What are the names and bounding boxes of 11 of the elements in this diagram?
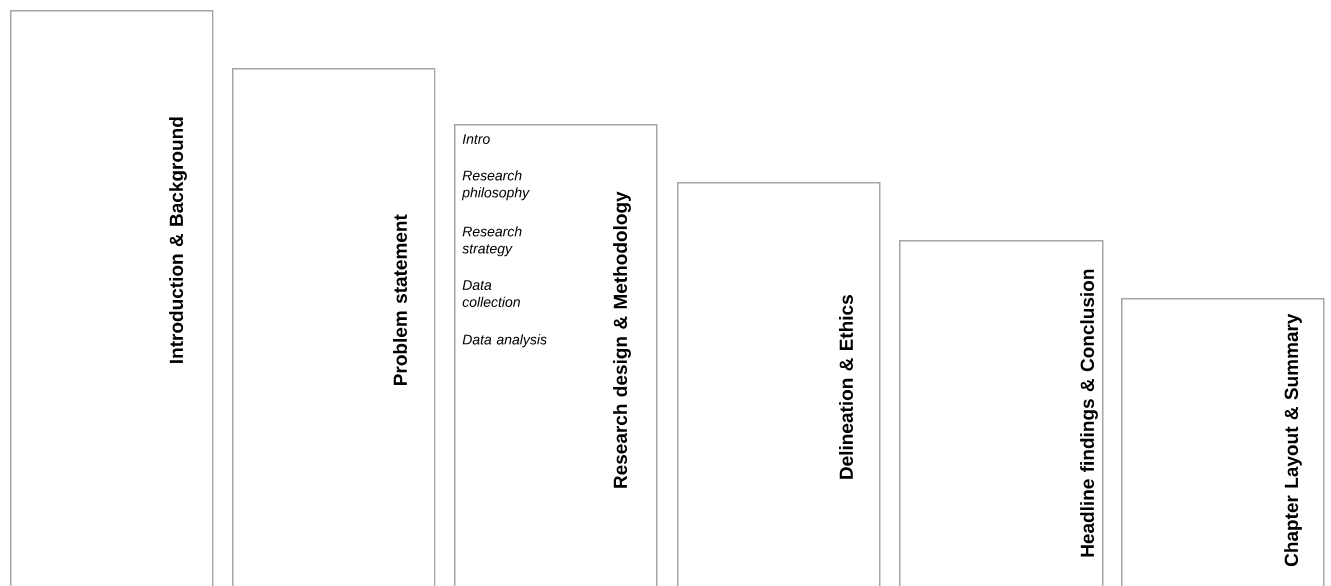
chapter-title: Problem statement — [393, 214, 407, 385]
topic-item: Data collection — [462, 280, 520, 307]
chapter-title: Introduction & Background — [169, 117, 187, 363]
chapter-title: Chapter Layout & Summary — [1284, 313, 1302, 567]
topic-item: Research strategy — [462, 226, 522, 257]
chapter-title: Delineation & Ethics — [839, 295, 853, 479]
topic-item: Intro — [462, 134, 490, 144]
topic-item: Data analysis — [462, 334, 547, 348]
topic-item: Research philosophy — [461, 170, 530, 201]
chapter-title: Research design & Methodology — [613, 191, 631, 488]
chapter-title: Headline findings & Conclusion — [1080, 269, 1098, 557]
